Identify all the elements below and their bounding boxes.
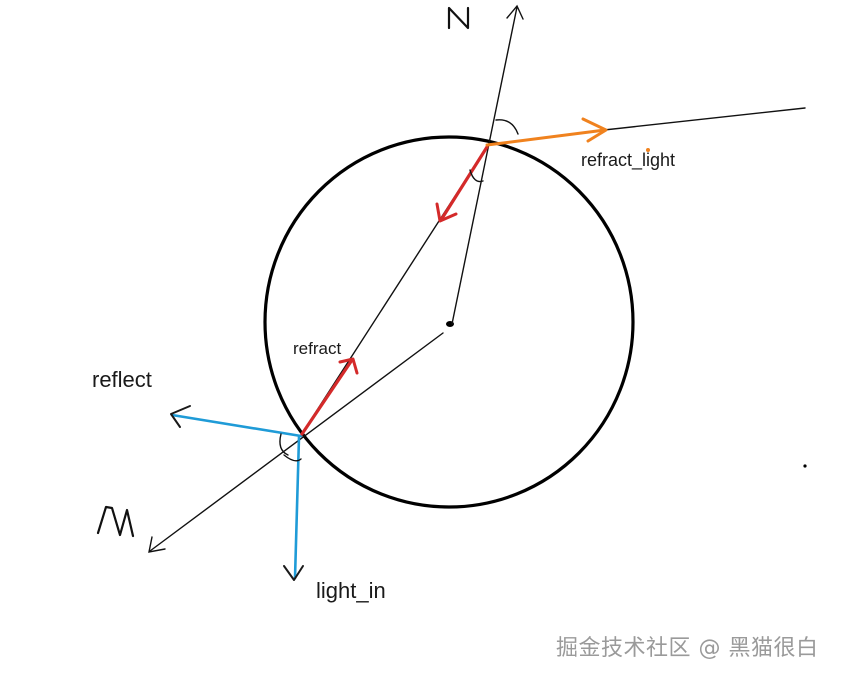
normal-bottom-label: N (96, 505, 135, 538)
light-in-ray (293, 435, 301, 580)
angle-arc-top-inner (469, 169, 484, 183)
reflect-ray (170, 413, 303, 438)
normal-bottom-arrowhead (148, 536, 166, 553)
stray-dot (803, 464, 807, 468)
refract-arrow-top-head (435, 202, 458, 223)
refract-label: refract (293, 339, 341, 358)
refract-light-arrowhead (581, 117, 608, 143)
refract-arrow-top (439, 145, 489, 222)
normal-line-bottom (149, 332, 444, 552)
watermark-text: 掘金技术社区 @ 黑猫很白 (556, 636, 819, 661)
normal-line-top (451, 6, 518, 325)
refract-arrow-bottom (300, 358, 354, 436)
angle-arc-top-outer (495, 119, 519, 135)
light-in-label: light_in (316, 578, 386, 603)
angle-arc-bottom-left (279, 433, 289, 456)
outgoing-ray-line (603, 107, 806, 131)
refract-light-label: refract_light (581, 150, 675, 171)
normal-top-arrowhead (506, 4, 524, 20)
refract-arrow-bottom-head (338, 357, 359, 375)
reflect-label: reflect (92, 367, 152, 392)
light-in-arrowhead (283, 565, 304, 581)
sphere-outline (263, 135, 635, 509)
normal-top-label: N (447, 6, 470, 30)
refract-light-arrow (485, 128, 607, 147)
angle-arc-bottom-right (283, 454, 302, 462)
reflect-arrowhead (170, 405, 191, 428)
refract-light-dot (646, 148, 650, 152)
